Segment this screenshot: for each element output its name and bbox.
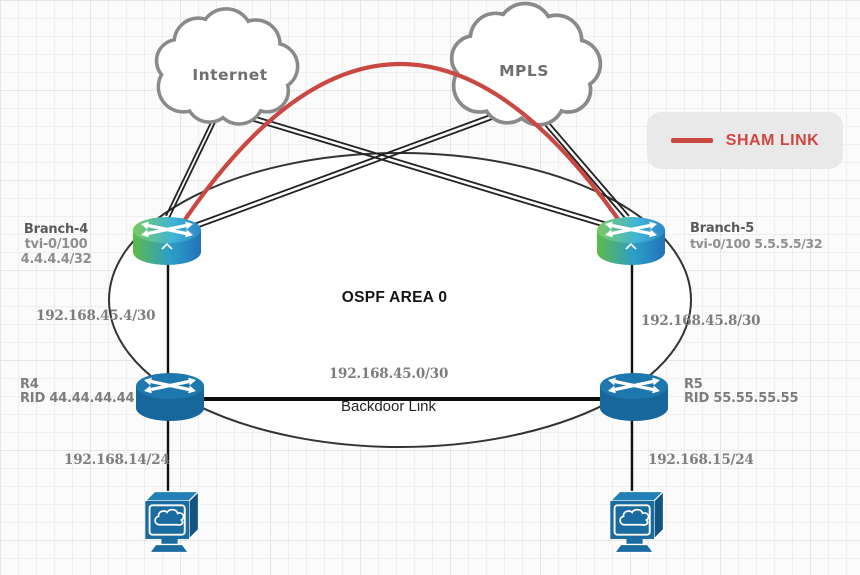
link-mpls-branch5 [538, 115, 630, 219]
backdoor-subnet-label: 192.168.45.0/30 [328, 366, 449, 382]
router-branch4-icon[interactable] [133, 217, 201, 265]
branch5-label: Branch-5 tvi-0/100 5.5.5.5/32 [690, 221, 823, 251]
branch4-label: Branch-4 tvi-0/100 4.4.4.4/32 [6, 222, 106, 267]
router-r4-icon[interactable] [136, 373, 204, 421]
lan-left-subnet-label: 192.168.14/24 [64, 452, 170, 468]
router-r5-icon[interactable] [600, 373, 668, 421]
sham-link-label: SHAM LINK [725, 131, 820, 149]
wan-left-subnet-label: 192.168.45.4/30 [36, 308, 156, 324]
branch5-name: Branch-5 [690, 221, 755, 236]
r5-rid: RID 55.55.55.55 [684, 391, 799, 406]
branch5-detail: tvi-0/100 5.5.5.5/32 [690, 236, 823, 251]
branch4-name: Branch-4 [23, 222, 89, 237]
sham-link-swatch [670, 138, 713, 143]
pc-right-icon[interactable] [609, 490, 665, 554]
internet-cloud-label: Internet [192, 66, 268, 84]
sham-link-line [173, 62, 628, 236]
link-mpls-branch4 [185, 113, 496, 232]
mpls-cloud-label: MPLS [499, 62, 549, 80]
link-internet-branch5 [243, 113, 615, 230]
router-branch5-icon[interactable] [597, 217, 665, 265]
r4-name: R4 [20, 377, 39, 392]
r4-label: R4 RID 44.44.44.44 [20, 377, 135, 406]
r5-name: R5 [684, 377, 703, 392]
branch4-loopback: 4.4.4.4/32 [20, 252, 92, 267]
sham-link-legend: SHAM LINK [647, 112, 843, 169]
ospf-area-label: OSPF AREA 0 [341, 289, 448, 306]
r5-label: R5 RID 55.55.55.55 [684, 377, 799, 406]
link-internet-branch4 [165, 109, 221, 219]
r4-rid: RID 44.44.44.44 [20, 391, 135, 406]
backdoor-link-label: Backdoor Link [340, 398, 437, 415]
branch4-interface: tvi-0/100 [24, 237, 88, 252]
pc-left-icon[interactable] [144, 490, 200, 554]
lan-right-subnet-label: 192.168.15/24 [648, 452, 754, 468]
wan-right-subnet-label: 192.168.45.8/30 [641, 313, 761, 329]
